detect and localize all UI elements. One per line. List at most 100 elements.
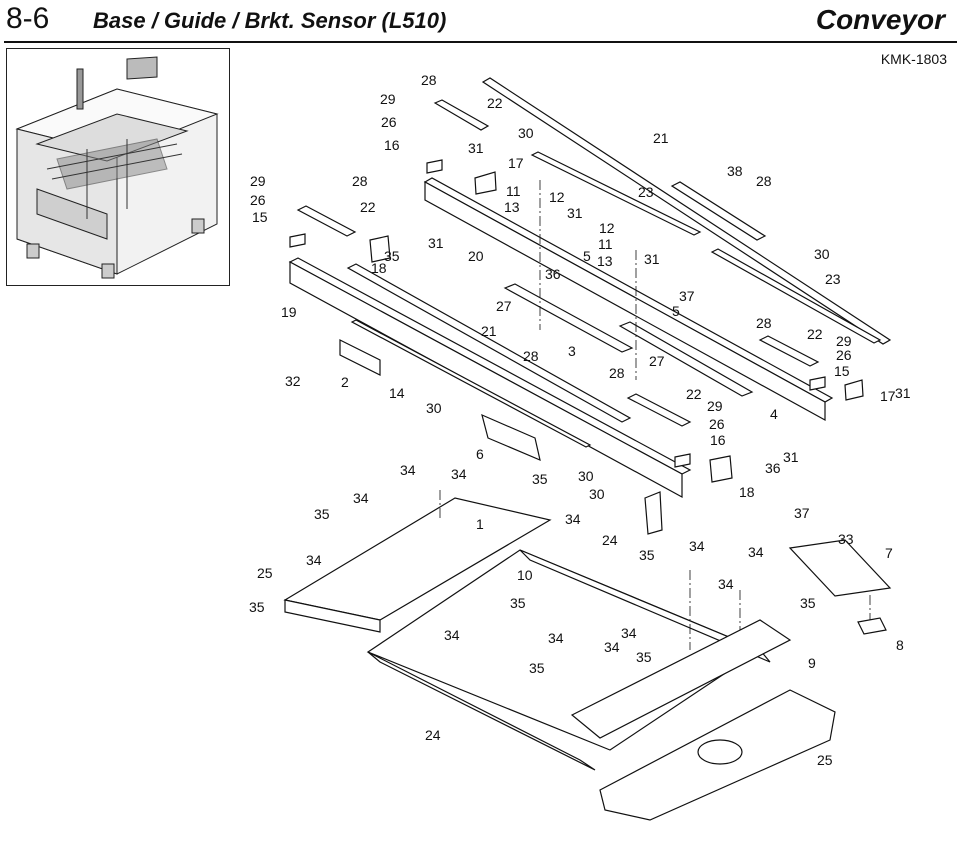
- callout: 30: [518, 125, 534, 141]
- callout: 34: [565, 511, 581, 527]
- callout: 26: [250, 192, 266, 208]
- callout: 1: [476, 516, 484, 532]
- bracket-17-b: [844, 379, 864, 401]
- callout-labels: 1 2 3 4 5 5 6 7 8 9 10 11 11 12 12 13 13…: [249, 72, 911, 768]
- callout: 36: [545, 266, 561, 282]
- callout: 34: [400, 462, 416, 478]
- guide-rail-mid: [346, 263, 632, 423]
- rail-3: [503, 283, 634, 353]
- callout: 19: [281, 304, 297, 320]
- header-rule: [4, 41, 957, 43]
- section-title: Conveyor: [815, 4, 945, 35]
- callout: 17: [880, 388, 896, 404]
- callout: 34: [748, 544, 764, 560]
- callout: 8: [896, 637, 904, 653]
- center-lines: [439, 180, 871, 650]
- callout: 35: [532, 471, 548, 487]
- block-8: [857, 617, 887, 635]
- machine-illustration: [15, 56, 219, 279]
- callout: 27: [496, 298, 512, 314]
- callout: 37: [794, 505, 810, 521]
- callout: 4: [770, 406, 778, 422]
- callout: 30: [814, 246, 830, 262]
- callout: 31: [428, 235, 444, 251]
- callout: 22: [487, 95, 503, 111]
- callout: 34: [604, 639, 620, 655]
- callout: 23: [638, 184, 654, 200]
- callout: 30: [589, 486, 605, 502]
- callout: 23: [825, 271, 841, 287]
- callout: 35: [249, 599, 265, 615]
- callout: 11: [598, 236, 613, 252]
- callout: 22: [807, 326, 823, 342]
- page-number: 8-6: [6, 2, 50, 35]
- bracket-17-a: [474, 171, 497, 195]
- callout: 26: [709, 416, 725, 432]
- callout: 16: [710, 432, 726, 448]
- callout: 38: [727, 163, 743, 179]
- guide-39: [670, 181, 767, 241]
- callout: 24: [425, 727, 441, 743]
- callout: 35: [800, 595, 816, 611]
- bracket-16-b: [674, 453, 691, 468]
- bracket-16-a: [426, 159, 443, 174]
- page-title: Base / Guide / Brkt. Sensor (L510): [93, 8, 447, 33]
- guide-rail-top: [481, 77, 892, 345]
- callout: 28: [756, 173, 772, 189]
- callout: 26: [836, 347, 852, 363]
- guide-strip-upper: [530, 151, 702, 236]
- base-plate-hole: [697, 739, 743, 765]
- guide-strip-right: [710, 248, 882, 344]
- callout: 34: [689, 538, 705, 554]
- callout: 18: [371, 260, 387, 276]
- callout: 28: [523, 348, 539, 364]
- diagram-code: KMK-1803: [880, 51, 947, 67]
- callout: 28: [421, 72, 437, 88]
- callout: 31: [644, 251, 660, 267]
- callout: 36: [765, 460, 781, 476]
- bracket-6: [481, 413, 541, 462]
- bracket-15-b: [809, 376, 826, 391]
- callout: 37: [679, 288, 695, 304]
- callout: 26: [381, 114, 397, 130]
- callout: 35: [384, 248, 400, 264]
- callout: 30: [426, 400, 442, 416]
- callout: 24: [602, 532, 618, 548]
- base-frame-10-face: [284, 599, 381, 633]
- callout: 22: [360, 199, 376, 215]
- parts-drawing: [283, 77, 892, 821]
- callout: 21: [653, 130, 669, 146]
- callout: 22: [686, 386, 702, 402]
- callout: 35: [639, 547, 655, 563]
- callout: 16: [384, 137, 400, 153]
- callout: 21: [481, 323, 497, 339]
- callout: 34: [353, 490, 369, 506]
- callout: 29: [836, 333, 852, 349]
- guide-22-b: [296, 205, 357, 237]
- callout: 29: [250, 173, 266, 189]
- callout: 31: [895, 385, 911, 401]
- rail-4: [618, 321, 754, 397]
- callout: 28: [609, 365, 625, 381]
- base-frame-9: [570, 619, 792, 739]
- callout: 35: [510, 595, 526, 611]
- callout: 25: [817, 752, 833, 768]
- callout: 15: [252, 209, 268, 225]
- callout: 29: [707, 398, 723, 414]
- callout: 35: [529, 660, 545, 676]
- callout: 11: [506, 183, 521, 199]
- rail-24-lower: [367, 651, 596, 771]
- callout: 2: [341, 374, 349, 390]
- callout: 6: [476, 446, 484, 462]
- callout: 33: [838, 531, 854, 547]
- callout: 34: [306, 552, 322, 568]
- callout: 31: [783, 449, 799, 465]
- callout: 25: [257, 565, 273, 581]
- sensor-plate-7: [788, 539, 892, 597]
- callout: 34: [451, 466, 467, 482]
- callout: 32: [285, 373, 301, 389]
- callout: 7: [885, 545, 893, 561]
- front-frame-face: [289, 260, 683, 499]
- rail-14: [350, 319, 592, 448]
